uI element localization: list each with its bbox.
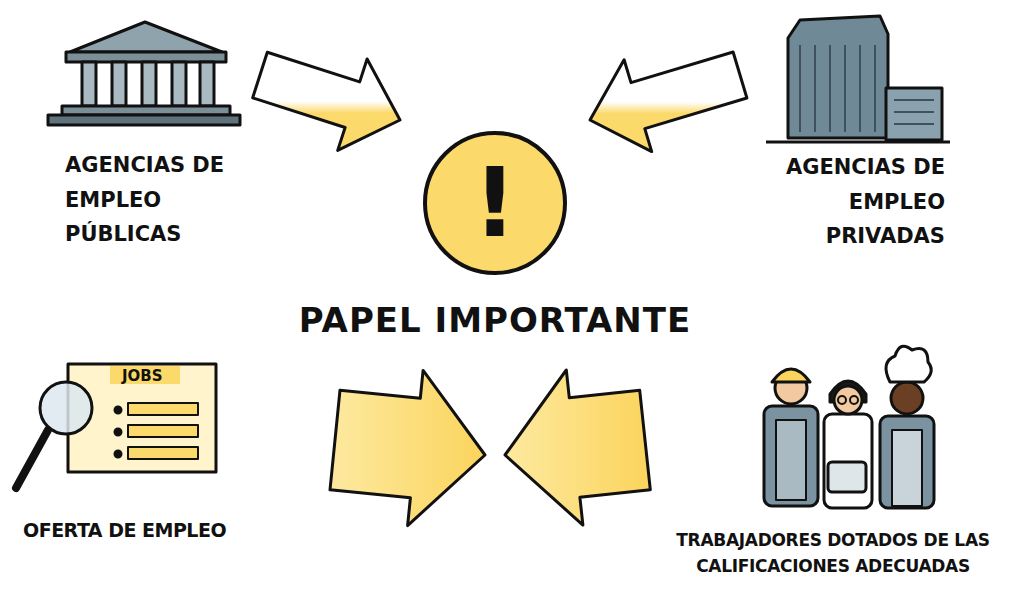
chef-body [880, 416, 934, 508]
workers-node: TRABAJADORES DOTADOS DE LAS CALIFICACION… [645, 335, 1020, 600]
node-caption: TRABAJADORES DOTADOS DE LAS CALIFICACION… [653, 527, 1013, 580]
hard-hat [772, 369, 810, 382]
temple-column [172, 62, 186, 106]
node-caption: AGENCIAS DE EMPLEO PÚBLICAS [65, 148, 225, 252]
agency-node: AGENCIAS DE EMPLEO PRIVADAS [740, 15, 985, 270]
node-caption: PAPEL IMPORTANTE [295, 298, 695, 342]
exclamation-mark: ! [420, 128, 570, 278]
agency-node: AGENCIAS DE EMPLEO PÚBLICAS [35, 15, 260, 265]
list-bullet [115, 429, 121, 435]
chef-hat [886, 346, 931, 382]
block-arrow [330, 370, 485, 525]
builder-apron [776, 420, 806, 500]
annex-building [886, 88, 942, 140]
cook-body [824, 414, 872, 508]
chef-apron [892, 430, 922, 506]
temple-icon [48, 22, 240, 125]
magnifier-lens [40, 382, 92, 434]
central-node: ! PAPEL IMPORTANTE [295, 120, 695, 455]
list-line [128, 447, 198, 459]
temple-column [142, 62, 156, 106]
workers-illustration [764, 346, 934, 508]
list-bullet [115, 407, 121, 413]
tower-body [788, 16, 888, 138]
block-arrow [253, 52, 400, 150]
job-listing-icon [16, 364, 216, 488]
list-line [128, 425, 198, 437]
job-offer-node: OFERTA DE EMPLEO [5, 360, 335, 560]
cook-head [834, 386, 862, 414]
list-line [128, 403, 198, 415]
exclamation-circle: ! [420, 128, 570, 278]
block-arrow [590, 52, 747, 152]
listing-heading: JOBS [122, 367, 163, 385]
temple-column [82, 62, 96, 106]
list-bullet [115, 451, 121, 457]
temple-column [112, 62, 126, 106]
glasses [838, 396, 846, 404]
builder-body [764, 406, 818, 506]
cooking-pot [828, 462, 866, 492]
office-building-icon [766, 16, 950, 142]
temple-column [200, 62, 214, 106]
node-caption: AGENCIAS DE EMPLEO PRIVADAS [785, 150, 945, 254]
node-caption: OFERTA DE EMPLEO [23, 518, 273, 543]
ground-line [766, 141, 950, 144]
magnifier-handle [16, 430, 48, 488]
listing-header [110, 366, 180, 384]
glasses [850, 396, 858, 404]
temple-pediment [70, 22, 222, 52]
chef-head [891, 382, 923, 414]
temple-base [48, 115, 240, 125]
block-arrow [505, 370, 650, 525]
tower-windows [800, 45, 875, 132]
annex-windows [894, 100, 934, 124]
